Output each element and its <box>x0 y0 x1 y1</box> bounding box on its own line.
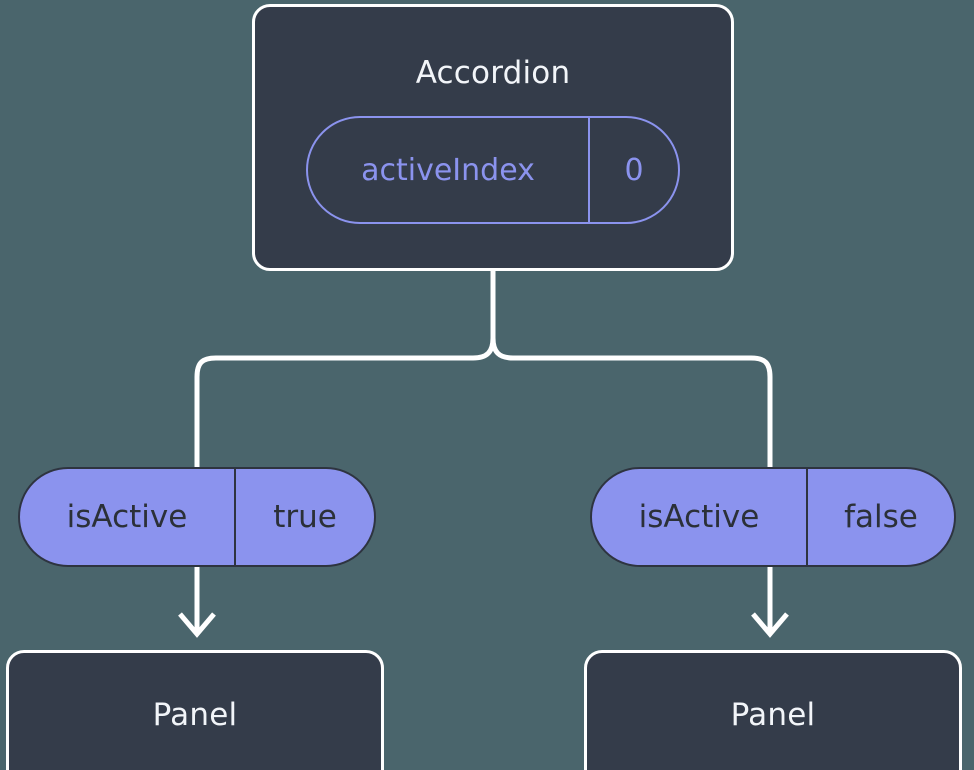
prop-pill-active-index-value: 0 <box>588 118 678 222</box>
edge-to-right-branch <box>490 337 773 467</box>
prop-pill-is-active-true-key: isActive <box>66 499 188 535</box>
prop-pill-active-index-key: activeIndex <box>361 152 535 188</box>
prop-pill-is-active-true-value: true <box>234 469 374 565</box>
prop-pill-is-active-false[interactable]: isActive false <box>590 467 956 567</box>
node-panel-left[interactable]: Panel <box>6 650 384 770</box>
prop-pill-is-active-false-value: false <box>806 469 954 565</box>
edge-right-arrow-head <box>751 612 789 638</box>
edge-to-left-branch <box>194 337 496 467</box>
node-accordion-title: Accordion <box>415 55 571 91</box>
node-panel-left-title: Panel <box>152 697 238 733</box>
prop-pill-active-index[interactable]: activeIndex 0 <box>306 116 680 224</box>
edge-left-arrow-head <box>178 612 216 638</box>
prop-pill-is-active-false-key: isActive <box>638 499 760 535</box>
prop-pill-is-active-true[interactable]: isActive true <box>18 467 376 567</box>
node-panel-right[interactable]: Panel <box>584 650 962 770</box>
node-panel-right-title: Panel <box>730 697 816 733</box>
